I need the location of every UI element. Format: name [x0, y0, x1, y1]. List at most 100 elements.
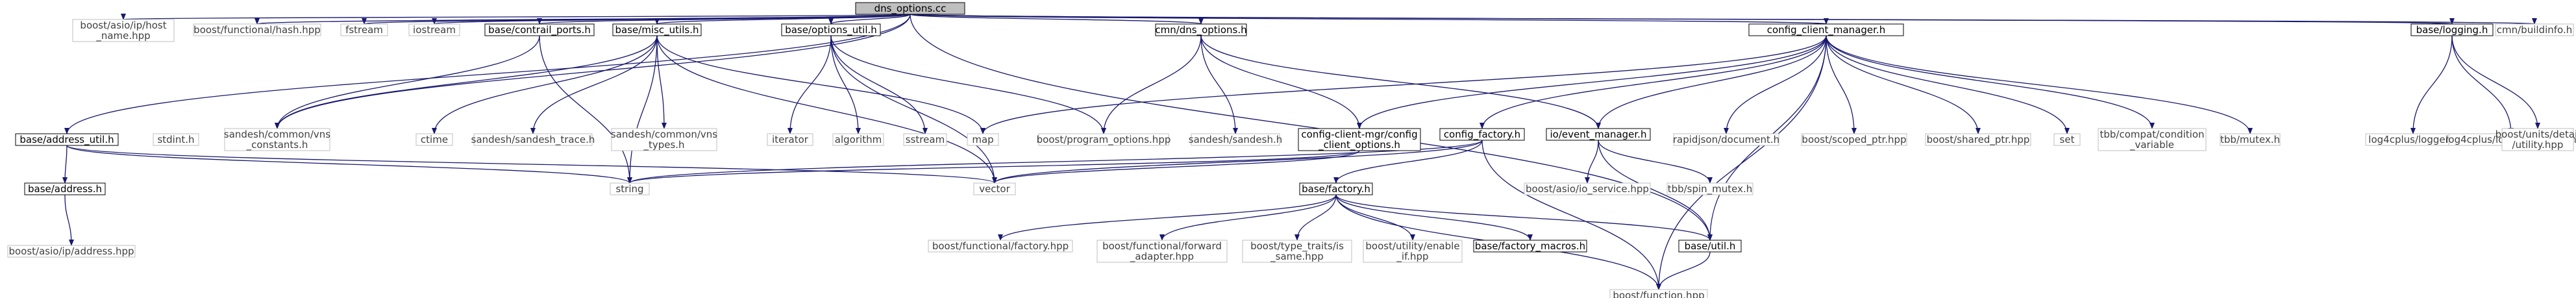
node-sandesh_h-label-0: sandesh/sandesh.h	[1189, 134, 1283, 145]
node-map-box	[967, 133, 999, 146]
node-asio_svc-box	[1524, 182, 1651, 195]
node-vns_types-label-1: _types.h	[643, 139, 684, 151]
node-address_util-label-0: base/address_util.h	[19, 134, 114, 146]
edge-logging-to-log4_logger	[2410, 35, 2453, 134]
node-algorithm: algorithm	[832, 133, 884, 146]
node-event_manager[interactable]: io/event_manager.h	[1546, 128, 1651, 141]
node-bfunction-box	[1609, 289, 1708, 298]
node-cmn_dns_options[interactable]: cmn/dns_options.h	[1155, 23, 1247, 36]
edge-factory_h-to-factory_macros	[1335, 194, 1533, 241]
node-vns_types-label-0: sandesh/common/vns	[611, 129, 717, 140]
edge-ccm-to-event_manager	[1596, 35, 1827, 129]
edge-ccm-to-tbb_condvar	[1826, 35, 2155, 129]
node-log4_logger-label-0: log4cplus/logger.h	[2368, 134, 2457, 145]
node-sandesh_h: sandesh/sandesh.h	[1189, 133, 1283, 146]
node-ccm-box	[1748, 23, 1904, 36]
node-logging[interactable]: base/logging.h	[2410, 23, 2494, 36]
node-log4_logger: log4cplus/logger.h	[2365, 133, 2461, 146]
node-asio_host-label-0: boost/asio/ip/host	[80, 19, 166, 31]
node-config_factory[interactable]: config_factory.h	[1439, 128, 1525, 141]
node-fwd_adapter-label-1: _adapter.hpp	[1130, 251, 1194, 263]
node-map-label-0: map	[972, 134, 993, 145]
edge-options_util-to-iterator	[787, 35, 832, 134]
edge-root-to-cmn_dns_options	[910, 14, 1204, 25]
node-ccm_config_opts-label-0: config-client-mgr/config	[1301, 129, 1417, 140]
node-rapidjson: rapidjson/document.h	[1673, 133, 1779, 146]
node-ccm[interactable]: config_client_manager.h	[1748, 23, 1904, 36]
node-string-box	[610, 182, 650, 195]
node-rapidjson-label-0: rapidjson/document.h	[1673, 134, 1779, 145]
node-ccm_config_opts[interactable]: config-client-mgr/config_client_options.…	[1298, 128, 1421, 151]
edge-misc_utils-to-map	[656, 35, 985, 134]
node-factory_h[interactable]: base/factory.h	[1299, 182, 1373, 195]
node-contrail_ports-box	[484, 23, 595, 36]
node-factory_macros[interactable]: base/factory_macros.h	[1473, 240, 1587, 253]
node-fstream-box	[340, 23, 388, 36]
edge-cmn_dns_options-to-program_options	[1101, 35, 1202, 134]
edge-factory_h-to-fwd_adapter	[1159, 194, 1337, 241]
node-func_factory: boost/functional/factory.hpp	[928, 240, 1073, 253]
node-root[interactable]: dns_options.cc	[855, 2, 965, 15]
node-utility_hpp-label-0: boost/units/detail	[2496, 129, 2576, 140]
edge-config_factory-to-bfunction	[1481, 140, 1661, 290]
node-iterator-label-0: iterator	[772, 134, 809, 145]
node-stdint: stdint.h	[153, 133, 199, 146]
node-address_h-label-0: base/address.h	[28, 183, 102, 195]
node-enable_if-box	[1363, 240, 1463, 263]
edge-ccm-to-ccm_config_opts	[1357, 35, 1827, 129]
node-vns_constants-box	[224, 128, 330, 151]
node-contrail_ports[interactable]: base/contrail_ports.h	[484, 23, 595, 36]
node-util_h-box	[1678, 240, 1742, 253]
edge-options_util-to-algorithm	[830, 35, 861, 134]
node-event_manager-box	[1546, 128, 1651, 141]
edge-options_util-to-sstream	[830, 35, 928, 134]
node-algorithm-label-0: algorithm	[835, 134, 882, 145]
edge-event_manager-to-util_h	[1598, 140, 1713, 241]
node-func_hash-label-0: boost/functional/hash.hpp	[193, 24, 321, 36]
edge-misc_utils-to-vns_constants	[275, 35, 658, 129]
node-bfunction-label-0: boost/function.hpp	[1613, 290, 1704, 298]
node-ctime: ctime	[415, 133, 453, 146]
node-utility_hpp: boost/units/detail/utility.hpp	[2496, 128, 2576, 151]
node-set: set	[2053, 133, 2081, 146]
edge-ccm_config_opts-to-vector	[992, 150, 1360, 184]
edge-cmn_dns_options-to-sandesh_h	[1200, 35, 1238, 134]
node-vns_types: sandesh/common/vns_types.h	[611, 128, 717, 151]
node-options_util[interactable]: base/options_util.h	[781, 23, 881, 36]
edge-misc_utils-to-vector	[656, 35, 997, 184]
node-address_util-box	[15, 133, 119, 146]
node-iterator: iterator	[767, 133, 813, 146]
node-factory_h-label-0: base/factory.h	[1302, 183, 1370, 195]
node-ccm-label-0: config_client_manager.h	[1767, 24, 1885, 36]
edge-util_h-to-bfunction	[1656, 251, 1711, 290]
node-shared_ptr-box	[1925, 133, 2031, 146]
edge-misc_utils-to-sandesh_trace	[530, 35, 658, 134]
node-ccm_config_opts-label-1: _client_options.h	[1318, 139, 1400, 151]
node-options_util-label-0: base/options_util.h	[785, 24, 877, 36]
edge-ccm-to-bfunction	[1656, 35, 1827, 290]
node-shared_ptr-label-0: boost/shared_ptr.hpp	[1927, 134, 2030, 146]
node-iostream-label-0: iostream	[413, 24, 456, 36]
edge-address_util-to-vector	[66, 145, 997, 184]
node-address_h[interactable]: base/address.h	[24, 182, 106, 195]
edge-address_h-to-asio_address	[64, 194, 74, 246]
node-contrail_ports-label-0: base/contrail_ports.h	[488, 24, 591, 36]
node-set-box	[2053, 133, 2081, 146]
node-misc_utils[interactable]: base/misc_utils.h	[612, 23, 702, 36]
edge-logging-to-log4_macros	[2451, 35, 2514, 134]
edge-logging-to-utility_hpp	[2451, 35, 2540, 129]
node-util_h[interactable]: base/util.h	[1678, 240, 1742, 253]
edge-misc_utils-to-ctime	[432, 35, 658, 134]
edge-ccm_config_opts-to-string	[627, 150, 1360, 184]
edge-cmn_dns_options-to-event_manager	[1200, 35, 1601, 129]
edge-factory_h-to-enable_if	[1335, 194, 1415, 241]
node-address_util[interactable]: base/address_util.h	[15, 133, 119, 146]
node-fwd_adapter-label-0: boost/functional/forward	[1102, 240, 1222, 252]
node-scoped_ptr-box	[1801, 133, 1907, 146]
node-factory_macros-box	[1473, 240, 1587, 253]
edge-root-to-util_h	[910, 14, 1713, 241]
node-root-label-0: dns_options.cc	[874, 3, 947, 15]
node-sstream-box	[903, 133, 947, 146]
node-asio_host-label-1: _name.hpp	[95, 30, 150, 42]
edge-options_util-to-vector	[830, 35, 997, 184]
